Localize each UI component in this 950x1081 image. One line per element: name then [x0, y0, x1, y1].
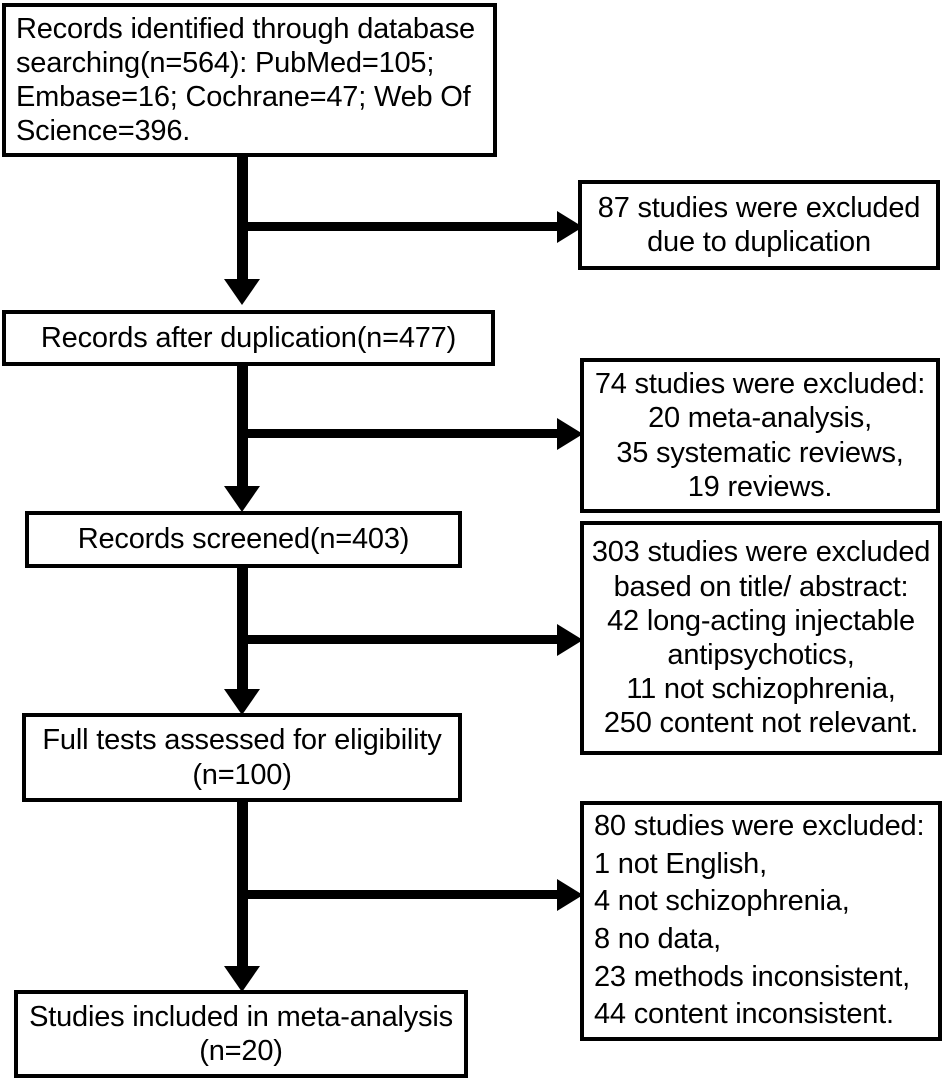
excluded-full-text-box: 80 studies were excluded: 1 not English,…	[580, 801, 942, 1041]
excluded-duplication-line-2: due to duplication	[647, 226, 871, 258]
connector-branch-2	[243, 429, 559, 438]
excluded-reviews-box: 74 studies were excluded: 20 meta-analys…	[580, 358, 940, 513]
connector-trunk-3	[237, 568, 248, 689]
excluded-title-abstract-line-3: 42 long-acting injectable	[607, 604, 915, 637]
excluded-full-text-line-6: 44 content inconsistent.	[594, 998, 894, 1031]
excluded-reviews-line-3: 35 systematic reviews,	[616, 436, 904, 469]
excluded-title-abstract-line-6: 250 content not relevant.	[603, 707, 919, 740]
records-identified-line-4: Science=396.	[16, 115, 191, 148]
arrow-full-text-to-included-head	[224, 966, 260, 992]
records-identified-box: Records identified through database sear…	[2, 3, 497, 157]
records-screened-box: Records screened(n=403)	[25, 511, 462, 568]
excluded-full-text-line-5: 23 methods inconsistent,	[594, 960, 910, 993]
records-screened-line-1: Records screened(n=403)	[77, 523, 410, 556]
records-after-duplication-line-1: Records after duplication(n=477)	[40, 321, 457, 354]
records-identified-line-1: Records identified through database	[16, 12, 475, 45]
arrow-identification-to-after-duplication-head	[224, 279, 260, 305]
connector-trunk-4	[237, 802, 248, 966]
arrow-screened-to-full-text-head	[224, 689, 260, 715]
excluded-title-abstract-line-1: 303 studies were excluded	[591, 536, 931, 569]
arrow-after-duplication-to-screened-head	[224, 486, 260, 512]
excluded-full-text-line-2: 1 not English,	[594, 847, 767, 880]
connector-branch-3	[243, 635, 559, 644]
records-after-duplication-box: Records after duplication(n=477)	[2, 310, 495, 366]
arrow-to-excluded-reviews-head	[557, 418, 583, 450]
excluded-full-text-line-3: 4 not schizophrenia,	[594, 885, 850, 918]
studies-included-box: Studies included in meta-analysis (n=20)	[14, 990, 468, 1078]
connector-trunk-1	[237, 157, 248, 279]
excluded-reviews-line-1: 74 studies were excluded:	[594, 368, 926, 401]
excluded-title-abstract-line-2: based on title/ abstract:	[613, 570, 909, 603]
excluded-reviews-line-2: 20 meta-analysis,	[648, 402, 872, 435]
records-identified-line-3: Embase=16; Cochrane=47; Web Of	[16, 81, 471, 113]
connector-branch-1	[243, 222, 559, 231]
records-identified-line-2: searching(n=564): PubMed=105;	[16, 46, 435, 79]
excluded-title-abstract-box: 303 studies were excluded based on title…	[580, 521, 942, 755]
connector-branch-4	[243, 890, 559, 899]
arrow-to-excluded-full-text-head	[557, 879, 583, 911]
full-tests-assessed-line-2: (n=100)	[192, 758, 292, 791]
excluded-title-abstract-line-5: 11 not schizophrenia,	[626, 673, 896, 706]
connector-trunk-2	[237, 366, 248, 486]
excluded-full-text-line-1: 80 studies were excluded:	[594, 809, 925, 842]
arrow-to-excluded-title-abstract-head	[557, 624, 583, 656]
studies-included-line-2: (n=20)	[199, 1035, 283, 1067]
full-tests-assessed-box: Full tests assessed for eligibility (n=1…	[22, 713, 462, 802]
studies-included-line-1: Studies included in meta-analysis	[29, 1000, 453, 1033]
excluded-reviews-line-4: 19 reviews.	[687, 470, 833, 503]
excluded-duplication-box: 87 studies were excluded due to duplicat…	[578, 180, 940, 270]
excluded-duplication-line-1: 87 studies were excluded	[597, 191, 921, 224]
full-tests-assessed-line-1: Full tests assessed for eligibility	[42, 724, 442, 757]
excluded-full-text-line-4: 8 no data,	[594, 923, 721, 955]
excluded-title-abstract-line-4: antipsychotics,	[667, 639, 855, 671]
